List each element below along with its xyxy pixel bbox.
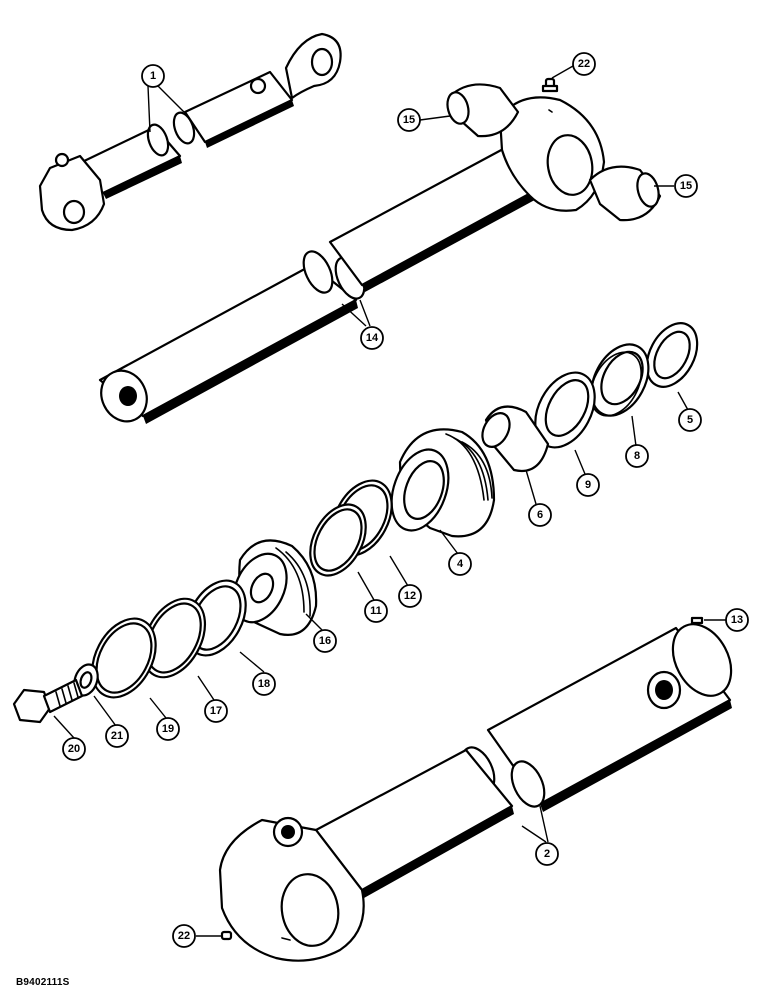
callout-9: 9 (576, 473, 600, 497)
svg-text:15: 15 (680, 180, 692, 192)
svg-text:14: 14 (366, 332, 379, 344)
svg-text:16: 16 (319, 635, 331, 647)
svg-text:8: 8 (634, 450, 640, 462)
o-ring (309, 503, 367, 577)
callout-15-upper: 15 (397, 108, 421, 132)
callout-1: 1 (141, 64, 165, 88)
bushing-lower (588, 165, 662, 222)
callout-5: 5 (678, 408, 702, 432)
svg-text:18: 18 (258, 678, 270, 690)
washer (73, 663, 99, 697)
svg-text:22: 22 (578, 58, 590, 70)
svg-text:20: 20 (68, 743, 80, 755)
callout-16: 16 (313, 629, 337, 653)
svg-text:2: 2 (544, 848, 550, 860)
callout-8: 8 (625, 444, 649, 468)
callout-4: 4 (448, 552, 472, 576)
callout-22-top: 22 (572, 52, 596, 76)
callout-13: 13 (725, 608, 749, 632)
cylinder-barrel (218, 623, 733, 962)
bushing-upper (446, 83, 520, 138)
callout-20: 20 (62, 737, 86, 761)
svg-text:11: 11 (370, 605, 382, 617)
callout-15-lower: 15 (674, 174, 698, 198)
gland (390, 428, 496, 538)
svg-text:4: 4 (457, 558, 464, 570)
svg-text:15: 15 (403, 114, 415, 126)
callout-21: 21 (105, 724, 129, 748)
wiper-seal (645, 322, 699, 388)
svg-text:17: 17 (210, 705, 222, 717)
svg-text:5: 5 (687, 414, 693, 426)
bolt (12, 678, 84, 724)
grease-fitting-top (541, 77, 559, 93)
callout-18: 18 (252, 672, 276, 696)
callout-17: 17 (204, 699, 228, 723)
svg-text:13: 13 (731, 614, 743, 626)
leader-lines (53, 65, 726, 937)
svg-text:1: 1 (150, 70, 156, 82)
wear-ring (141, 597, 207, 679)
svg-text:22: 22 (178, 930, 190, 942)
grease-fitting-bottom (220, 930, 233, 941)
callout-19: 19 (156, 717, 180, 741)
gland-ring (534, 371, 596, 449)
wear-ring-outer (91, 617, 157, 699)
callout-11: 11 (364, 599, 388, 623)
callout-12: 12 (398, 584, 422, 608)
assembled-cylinder (38, 32, 342, 232)
svg-text:6: 6 (537, 509, 543, 521)
callout-22-bottom: 22 (172, 924, 196, 948)
svg-text:9: 9 (585, 479, 591, 491)
callout-14: 14 (360, 326, 384, 350)
piston-rod-assembly (98, 96, 606, 424)
gland-bushing (481, 405, 550, 473)
callout-6: 6 (528, 503, 552, 527)
svg-text:21: 21 (111, 730, 123, 742)
rod-seal (590, 343, 650, 417)
callout-2: 2 (535, 842, 559, 866)
svg-text:12: 12 (404, 590, 416, 602)
svg-text:19: 19 (162, 723, 174, 735)
figure-code: B9402111S (16, 977, 70, 988)
